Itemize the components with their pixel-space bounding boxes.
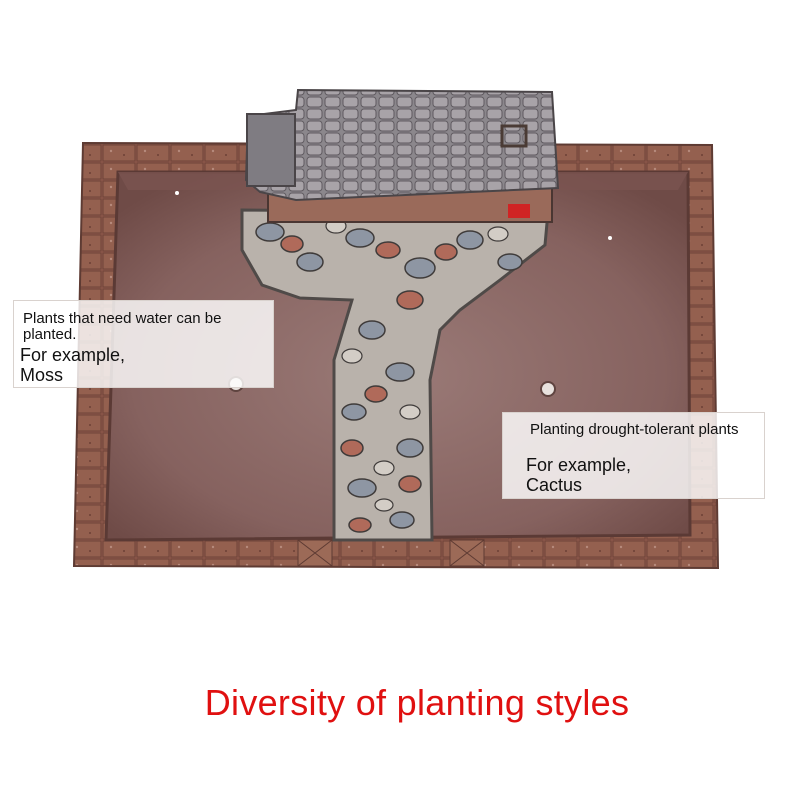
miniature-house: [244, 88, 560, 223]
dry-example-text: For example, Cactus: [526, 455, 756, 495]
cactus-callout: Planting drought-tolerant plants For exa…: [502, 412, 765, 499]
wet-example-text: For example, Moss: [20, 345, 260, 385]
wet-planting-note: Plants that need water can be planted.: [23, 310, 222, 343]
image-caption: Diversity of planting styles: [204, 682, 630, 723]
stone-path: [240, 208, 550, 542]
dry-planting-note: Planting drought-tolerant plants: [530, 421, 739, 438]
dry-example-label: For example,: [526, 455, 632, 475]
moss-callout: Plants that need water can be planted. F…: [13, 300, 274, 388]
wet-example-plant: Moss: [20, 365, 64, 385]
dry-example-plant: Cactus: [526, 475, 583, 495]
wet-example-label: For example,: [20, 345, 126, 365]
